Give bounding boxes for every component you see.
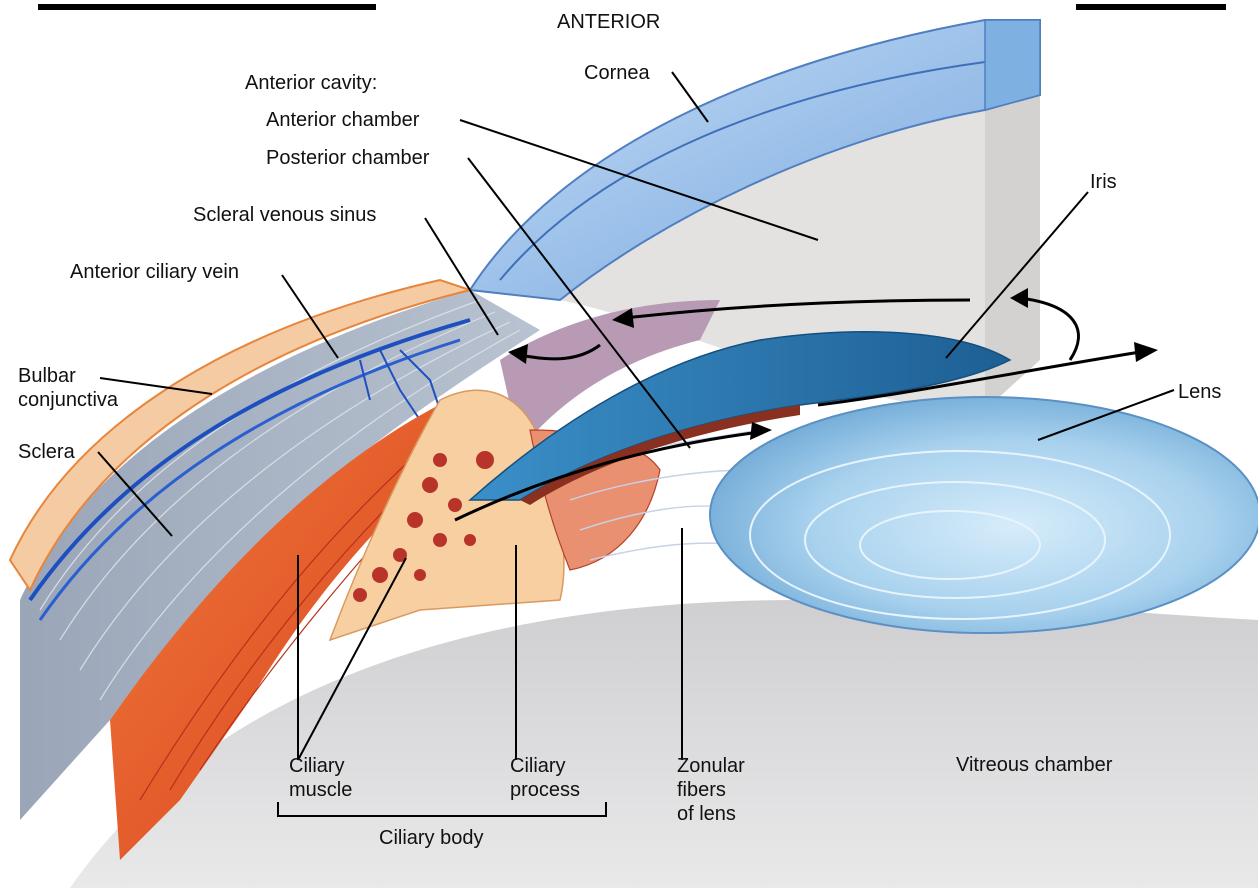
top-left-bar [38, 4, 376, 10]
ciliary-process-line-1: Ciliary [510, 754, 580, 778]
zonular-fibers-label: Zonular fibers of lens [677, 754, 745, 826]
anterior-cavity-label: Anterior cavity: [245, 71, 377, 95]
bulbar-conjunctiva-line-1: Bulbar [18, 364, 118, 388]
bulbar-conjunctiva-line-2: conjunctiva [18, 388, 118, 412]
zonular-fibers-line-2: fibers [677, 778, 745, 802]
ciliary-muscle-label: Ciliary muscle [289, 754, 352, 802]
ciliary-muscle-line-2: muscle [289, 778, 352, 802]
ciliary-process-label: Ciliary process [510, 754, 580, 802]
ciliary-body-label: Ciliary body [379, 826, 483, 850]
sclera-label: Sclera [18, 440, 75, 464]
bulbar-conjunctiva-label: Bulbar conjunctiva [18, 364, 118, 412]
cornea-label: Cornea [584, 61, 650, 85]
zonular-fibers-line-1: Zonular [677, 754, 745, 778]
scleral-venous-sinus-label: Scleral venous sinus [193, 203, 376, 227]
lens-label: Lens [1178, 380, 1221, 404]
cornea-face [985, 20, 1040, 110]
top-right-bar [1076, 4, 1226, 10]
zonular-fibers-line-3: of lens [677, 802, 745, 826]
orientation-label: ANTERIOR [557, 10, 660, 34]
anterior-ciliary-vein-label: Anterior ciliary vein [70, 260, 239, 284]
ciliary-muscle-line-1: Ciliary [289, 754, 352, 778]
ciliary-process-line-2: process [510, 778, 580, 802]
iris-label: Iris [1090, 170, 1117, 194]
posterior-chamber-label: Posterior chamber [266, 146, 429, 170]
vitreous-chamber-label: Vitreous chamber [956, 753, 1112, 777]
anterior-chamber-label: Anterior chamber [266, 108, 419, 132]
